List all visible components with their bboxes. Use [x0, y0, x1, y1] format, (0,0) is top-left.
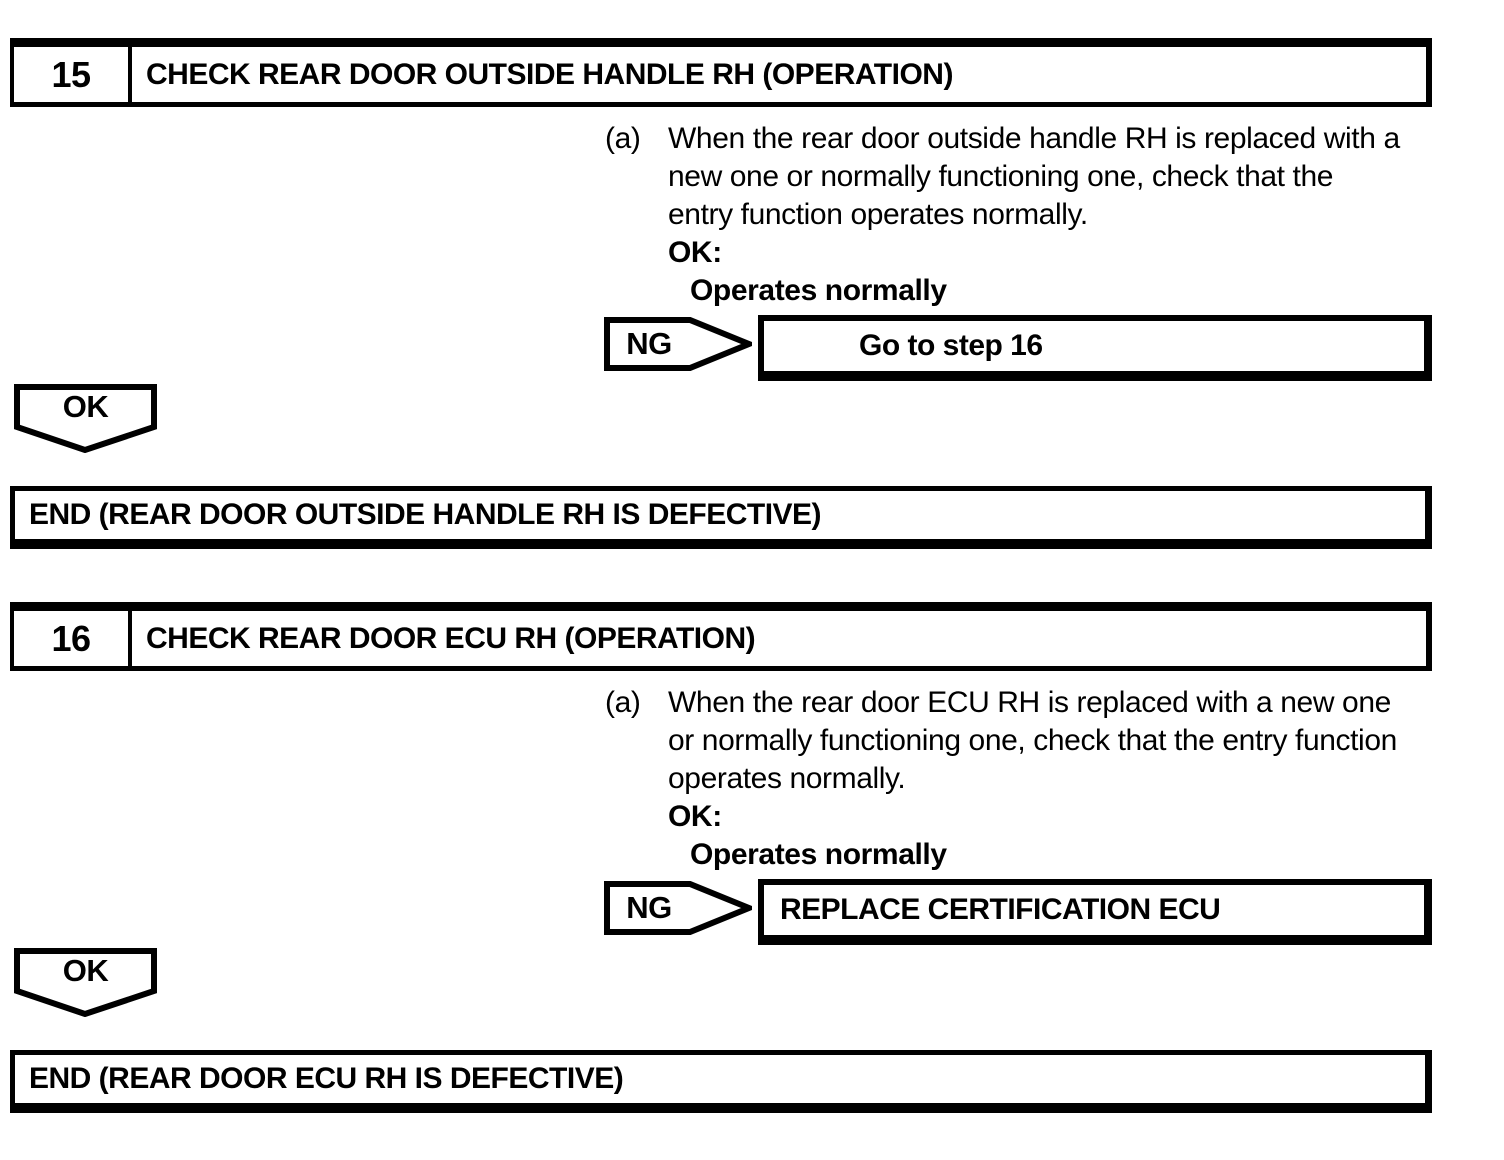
ok-condition: Operates normally [690, 274, 947, 307]
ng-result-text: Go to step 16 [859, 329, 1043, 362]
ok-label: OK [62, 953, 109, 988]
instruction-line: entry function operates normally. [668, 198, 1088, 231]
ok-label: OK [62, 389, 109, 424]
step-number: 16 [14, 611, 132, 666]
ok-down-arrow-icon [14, 384, 157, 453]
step-title: CHECK REAR DOOR OUTSIDE HANDLE RH (OPERA… [146, 57, 953, 91]
instruction-line: new one or normally functioning one, che… [668, 160, 1334, 193]
step-16-section: 16 CHECK REAR DOOR ECU RH (OPERATION) (a… [0, 602, 1504, 1114]
instruction-line: When the rear door outside handle RH is … [668, 122, 1400, 155]
ng-result-text: REPLACE CERTIFICATION ECU [780, 893, 1221, 926]
end-result-box: END (REAR DOOR OUTSIDE HANDLE RH IS DEFE… [10, 486, 1432, 549]
step-15-instructions: (a) When the rear door outside handle RH… [605, 120, 1465, 310]
ng-result-box: Go to step 16 [758, 315, 1432, 381]
ng-arrow-icon [604, 317, 752, 371]
ng-label: NG [626, 890, 672, 925]
end-result-text: END (REAR DOOR ECU RH IS DEFECTIVE) [29, 1062, 624, 1095]
step-15-section: 15 CHECK REAR DOOR OUTSIDE HANDLE RH (OP… [0, 38, 1504, 550]
ok-heading: OK: [668, 800, 722, 833]
end-result-box: END (REAR DOOR ECU RH IS DEFECTIVE) [10, 1050, 1432, 1113]
list-item-label: (a) [605, 686, 641, 719]
ng-result-box: REPLACE CERTIFICATION ECU [758, 879, 1432, 945]
ok-heading: OK: [668, 236, 722, 269]
ok-branch-marker: OK [14, 948, 157, 1017]
step-number: 15 [14, 47, 132, 102]
instruction-line: or normally functioning one, check that … [668, 724, 1397, 757]
step-16-instructions: (a) When the rear door ECU RH is replace… [605, 684, 1465, 874]
instruction-line: operates normally. [668, 762, 906, 795]
ng-label: NG [626, 326, 672, 361]
step-15-header: 15 CHECK REAR DOOR OUTSIDE HANDLE RH (OP… [10, 38, 1432, 107]
ok-down-arrow-icon [14, 948, 157, 1017]
ok-branch-marker: OK [14, 384, 157, 453]
step-title: CHECK REAR DOOR ECU RH (OPERATION) [146, 621, 756, 655]
step-16-header: 16 CHECK REAR DOOR ECU RH (OPERATION) [10, 602, 1432, 671]
end-result-text: END (REAR DOOR OUTSIDE HANDLE RH IS DEFE… [29, 498, 822, 531]
ng-branch-marker: NG [604, 317, 752, 371]
instruction-line: When the rear door ECU RH is replaced wi… [668, 686, 1391, 719]
ok-condition: Operates normally [690, 838, 947, 871]
list-item-label: (a) [605, 122, 641, 155]
ng-branch-marker: NG [604, 881, 752, 935]
ng-arrow-icon [604, 881, 752, 935]
